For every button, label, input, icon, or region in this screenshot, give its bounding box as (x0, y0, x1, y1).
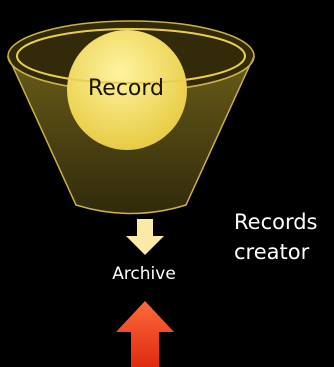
archive-label: Archive (112, 264, 176, 284)
records-creator-label: Records creator (234, 210, 318, 264)
up-arrow-icon (116, 301, 174, 367)
record-label: Record (87, 76, 164, 101)
funnel-inner-rim (16, 28, 246, 84)
down-arrow-icon (126, 219, 164, 255)
record-sphere (67, 30, 187, 150)
